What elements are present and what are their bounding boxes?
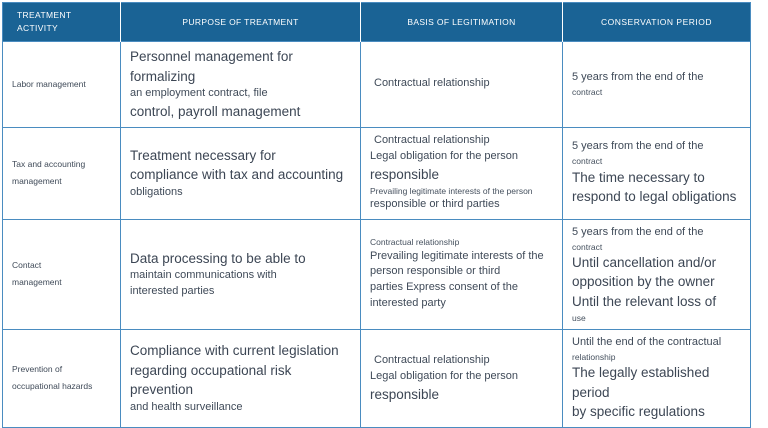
cell-conservation-period: 5 years from the end of the contract (562, 41, 751, 128)
cell-text-line: use (572, 312, 586, 323)
cell-text-line: Contractual relationship (370, 237, 460, 248)
table-row: Tax and accounting management Treatment ne… (2, 126, 751, 220)
cell-treatment-activity: Contact management (2, 218, 121, 330)
column-header-basis-of-legitimation: BASIS OF LEGITIMATION (360, 2, 563, 42)
cell-text-line: Personnel management for formalizing (130, 49, 293, 84)
cell-text-line: obligations (130, 185, 183, 198)
cell-text-line: maintain communications with (130, 269, 277, 282)
cell-text-line: Until the relevant loss of (572, 294, 717, 309)
cell-treatment-activity: Labor management (2, 41, 121, 128)
cell-text-line: interested parties (130, 285, 215, 298)
cell-text-line: person responsible or third (370, 265, 501, 278)
cell-treatment-activity: Tax and accounting management (2, 126, 121, 220)
cell-treatment-activity: Prevention of occupational hazards (2, 328, 121, 428)
cell-text-line: contract (572, 156, 603, 167)
table-row: Contact management Data processing to be a… (2, 218, 751, 330)
table-row: Labor management Personnel management for… (2, 41, 751, 128)
cell-text-line: The time necessary to (572, 169, 705, 185)
table-row: Prevention of occupational hazards Complia… (2, 328, 751, 428)
cell-text-line: compliance with tax and accounting (130, 167, 344, 183)
cell-text-line: Contractual relationship (374, 77, 490, 90)
cell-text-line: Data processing to be able to (130, 250, 306, 266)
cell-text-line: responsible (370, 167, 440, 183)
cell-text-line: management (12, 176, 62, 187)
cell-text-line: parties Express consent of the (370, 281, 518, 294)
cell-text-line: and health surveillance (130, 400, 243, 413)
table-header-row: TREATMENT ACTIVITY PURPOSE OF TREATMENT … (2, 2, 751, 42)
cell-text-line: Legal obligation for the person (370, 150, 518, 163)
table-header: TREATMENT ACTIVITY PURPOSE OF TREATMENT … (2, 2, 751, 42)
cell-text-line: Tax and accounting (12, 159, 86, 170)
cell-conservation-period: Until the end of the contractual relation… (562, 328, 751, 428)
cell-text-line: Contact (12, 260, 42, 271)
cell-text-line: responsible (370, 386, 440, 402)
cell-text-line: contract (572, 87, 603, 98)
cell-text-line: Treatment necessary for (130, 147, 276, 163)
cell-text-line: an employment contract, file (130, 87, 268, 100)
cell-text-line: responsible or third parties (370, 198, 500, 211)
cell-basis-of-legitimation: Contractual relationship (360, 41, 563, 128)
cell-text-line: Compliance with current legislation (130, 343, 339, 359)
treatment-activities-table: TREATMENT ACTIVITY PURPOSE OF TREATMENT … (2, 2, 751, 428)
cell-text-line: relationship (572, 351, 616, 362)
cell-purpose-of-treatment: Treatment necessary for compliance with t… (120, 126, 361, 220)
column-header-treatment-activity-line1: TREATMENT (17, 9, 72, 20)
table-body: Labor management Personnel management for… (2, 41, 751, 428)
cell-text-line: management (12, 277, 62, 288)
cell-text-line: The legally established period (572, 365, 710, 400)
cell-text-line: Contractual relationship (374, 353, 490, 366)
cell-text-line: Until cancellation and/or (572, 254, 717, 270)
cell-text-line: Legal obligation for the person (370, 369, 518, 382)
treatment-activities-table-container: TREATMENT ACTIVITY PURPOSE OF TREATMENT … (2, 2, 751, 428)
cell-text-line: 5 years from the end of the (572, 71, 704, 84)
column-header-conservation-period: CONSERVATION PERIOD (562, 2, 751, 42)
cell-text-line: by specific regulations (572, 404, 705, 420)
cell-text-line: occupational hazards (12, 381, 93, 392)
cell-text-line: Labor management (12, 78, 86, 89)
column-header-treatment-activity: TREATMENT ACTIVITY (2, 2, 121, 42)
cell-text-line: respond to legal obligations (572, 189, 737, 205)
cell-text-line: Contractual relationship (374, 134, 490, 147)
cell-purpose-of-treatment: Personnel management for formalizing an e… (120, 41, 361, 128)
cell-text-line: regarding occupational risk prevention (130, 362, 292, 398)
cell-purpose-of-treatment: Compliance with current legislation regar… (120, 328, 361, 428)
cell-text-line: Until the end of the contractual (572, 335, 722, 348)
cell-purpose-of-treatment: Data processing to be able to maintain co… (120, 218, 361, 330)
cell-text-line: Prevailing legitimate interests of the p… (370, 185, 533, 196)
column-header-purpose-of-treatment: PURPOSE OF TREATMENT (120, 2, 361, 42)
cell-text-line: 5 years from the end of the (572, 225, 704, 238)
cell-text-line: Prevailing legitimate interests of the (370, 249, 544, 262)
cell-text-line: control, payroll management (130, 104, 301, 120)
column-header-treatment-activity-line2: ACTIVITY (17, 23, 59, 33)
cell-text-line: contract (572, 241, 603, 252)
cell-text-line: opposition by the owner (572, 274, 715, 290)
cell-text-line: interested party (370, 297, 446, 310)
cell-text-line: Prevention of (12, 364, 63, 375)
cell-text-line: 5 years from the end of the (572, 140, 704, 153)
